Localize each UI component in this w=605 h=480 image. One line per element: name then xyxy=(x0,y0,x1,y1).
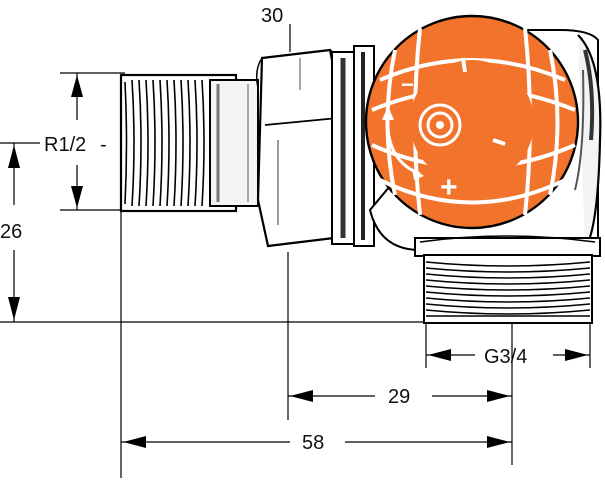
outlet-thread xyxy=(414,235,601,324)
dimension-lines xyxy=(0,24,591,478)
knob-minus-symbol: − xyxy=(401,72,414,97)
dim-offset-long-label: 58 xyxy=(302,432,324,454)
knob-plus-symbol: + xyxy=(440,171,458,204)
dim-thread-outlet-label: G3/4 xyxy=(484,346,527,368)
inlet-thread xyxy=(119,73,259,213)
dim-offset-short-label: 29 xyxy=(388,386,410,408)
thermostatic-knob: − + xyxy=(364,14,580,230)
dim-thread-inlet-dash: - xyxy=(100,134,107,156)
dim-hex-width-label: 30 xyxy=(261,5,283,27)
hex-nut xyxy=(255,45,375,248)
knob-tick-mark-2 xyxy=(492,138,506,146)
knob-tick-mark xyxy=(461,57,467,73)
dim-height-label: 26 xyxy=(0,221,22,243)
dim-thread-inlet-label: R1/2 xyxy=(44,134,86,156)
